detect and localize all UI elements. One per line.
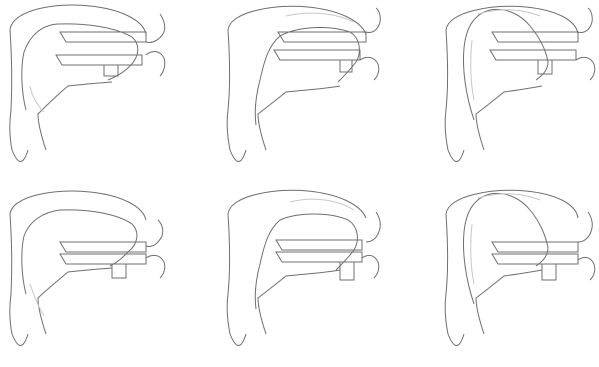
jaw-contour [12, 334, 28, 346]
panel-top-left [0, 0, 200, 183]
vocal-tract-outline [227, 6, 380, 161]
lower-plate [490, 50, 576, 60]
upper-lip [366, 8, 380, 33]
tongue-contour [476, 270, 542, 334]
vocal-tract-outline [445, 190, 595, 345]
outer-contour [10, 191, 146, 334]
outer-contour [227, 6, 366, 150]
upper-plate [492, 242, 578, 252]
upper-lip [146, 220, 163, 247]
panel-bottom-middle [220, 184, 420, 367]
palate-contour [463, 9, 548, 120]
panel-bottom-right [438, 184, 599, 367]
vocal-tract-outline [227, 190, 380, 345]
plate-connector [340, 60, 352, 72]
palate-contour [463, 193, 548, 304]
plate-connector [112, 264, 126, 278]
secondary-contour [471, 194, 540, 284]
jaw-contour [230, 334, 246, 346]
lower-lip [578, 257, 595, 280]
panel-top-middle [220, 0, 420, 183]
outer-contour [10, 5, 146, 150]
tongue-contour [476, 86, 542, 150]
secondary-contour [471, 10, 540, 100]
jaw-contour [448, 334, 464, 346]
panel-bottom-right-drawing [438, 184, 599, 367]
tongue-contour [258, 86, 340, 150]
outer-contour [445, 190, 578, 334]
upper-plate [60, 32, 146, 42]
lower-plate [56, 55, 142, 65]
secondary-contour [30, 284, 44, 316]
lower-lip [146, 255, 165, 278]
upper-lip [578, 8, 592, 33]
upper-plate [276, 240, 362, 250]
upper-lip [146, 14, 165, 43]
lower-lip [362, 255, 379, 278]
upper-lip [578, 212, 592, 242]
plate-connector [104, 65, 118, 76]
panel-bottom-left-drawing [0, 184, 200, 367]
plate-connector [340, 262, 354, 280]
secondary-contour [286, 13, 354, 22]
panel-top-right [438, 0, 599, 183]
panel-bottom-left [0, 184, 200, 367]
secondary-contour [30, 86, 44, 112]
upper-lip [366, 212, 380, 242]
vocal-tract-outline [10, 5, 165, 162]
panel-top-left-drawing [0, 0, 200, 183]
upper-plate [492, 32, 578, 42]
lower-plate [492, 254, 578, 264]
vocal-tract-outline [445, 6, 595, 161]
lower-plate [274, 50, 360, 60]
outer-contour [445, 6, 578, 150]
tongue-contour [38, 268, 112, 334]
lower-plate [276, 252, 362, 262]
lower-lip [360, 57, 379, 80]
palate-contour [22, 24, 138, 110]
tongue-contour [38, 82, 112, 150]
plate-connector [542, 264, 556, 280]
lower-plate [60, 254, 146, 264]
panel-top-middle-drawing [220, 0, 420, 183]
panel-top-right-drawing [438, 0, 599, 183]
lower-lip [576, 57, 595, 80]
jaw-contour [230, 150, 246, 162]
tongue-contour [258, 270, 340, 334]
vocal-tract-outline [10, 191, 165, 346]
secondary-contour [290, 199, 354, 210]
jaw-contour [448, 150, 464, 162]
jaw-contour [12, 150, 28, 162]
lower-lip [146, 52, 165, 76]
panel-bottom-middle-drawing [220, 184, 420, 367]
